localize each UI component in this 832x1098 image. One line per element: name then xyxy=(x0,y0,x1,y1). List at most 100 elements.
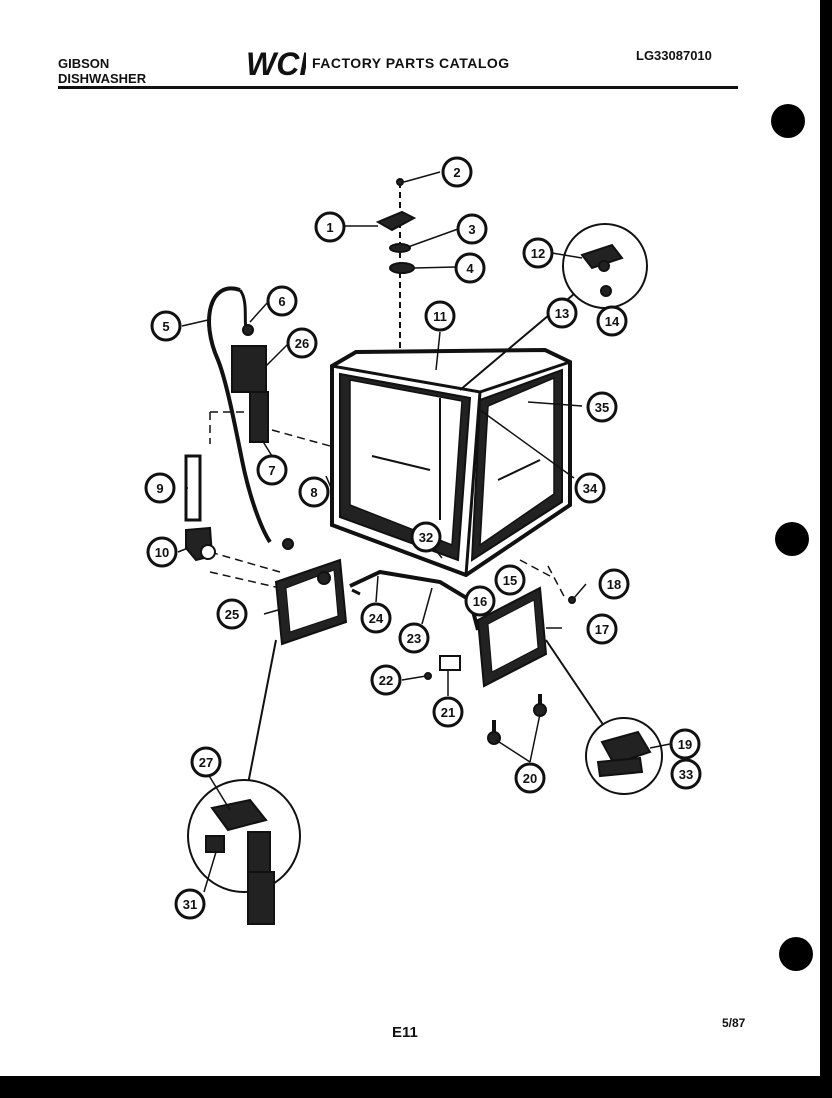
callout-circle xyxy=(256,454,288,486)
callout-label: 34 xyxy=(583,481,598,496)
callout-circle xyxy=(216,598,248,630)
callout-6: 6 xyxy=(266,285,298,317)
callout-32: 32 xyxy=(410,521,442,553)
callout-circle xyxy=(464,585,496,617)
callout-10: 10 xyxy=(146,536,178,568)
callout-35: 35 xyxy=(586,391,618,423)
callout-label: 18 xyxy=(607,577,621,592)
callout-label: 1 xyxy=(326,220,333,235)
callout-circle xyxy=(494,564,526,596)
callout-label: 5 xyxy=(162,319,169,334)
callout-31: 31 xyxy=(174,888,206,920)
callout-circle xyxy=(598,568,630,600)
callout-label: 22 xyxy=(379,673,393,688)
product-type: DISHWASHER xyxy=(58,71,147,86)
model-number: LG33087010 xyxy=(636,48,712,63)
catalog-title: FACTORY PARTS CATALOG xyxy=(312,55,510,71)
callout-17: 17 xyxy=(586,613,618,645)
callout-15: 15 xyxy=(494,564,526,596)
callout-label: 15 xyxy=(503,573,517,588)
header-rule xyxy=(58,86,738,89)
callout-label: 7 xyxy=(268,463,275,478)
callout-1: 1 xyxy=(314,211,346,243)
callout-circle xyxy=(424,300,456,332)
callout-circle xyxy=(441,156,473,188)
callout-circle xyxy=(266,285,298,317)
callout-19: 19 xyxy=(669,728,701,760)
callout-circle xyxy=(146,536,178,568)
callout-label: 2 xyxy=(453,165,460,180)
callout-16: 16 xyxy=(464,585,496,617)
callout-24: 24 xyxy=(360,602,392,634)
callout-label: 13 xyxy=(555,306,569,321)
callout-circle xyxy=(370,664,402,696)
callout-34: 34 xyxy=(574,472,606,504)
page-id: E11 xyxy=(392,1024,418,1041)
callout-22: 22 xyxy=(370,664,402,696)
page-date: 5/87 xyxy=(722,1016,746,1030)
callout-label: 19 xyxy=(678,737,692,752)
exploded-parts-diagram: 1234562678910111213143534321516181725242… xyxy=(144,156,702,925)
callout-label: 20 xyxy=(523,771,537,786)
callout-circle xyxy=(454,252,486,284)
callout-label: 4 xyxy=(466,261,474,276)
catalog-page: GIBSON DISHWASHER WCI FACTORY PARTS CATA… xyxy=(0,0,820,1076)
callout-3: 3 xyxy=(456,213,488,245)
callout-label: 23 xyxy=(407,631,421,646)
callout-label: 17 xyxy=(595,622,609,637)
callout-5: 5 xyxy=(150,310,182,342)
callout-label: 31 xyxy=(183,897,197,912)
callout-circle xyxy=(586,391,618,423)
callout-21: 21 xyxy=(432,696,464,728)
callout-circle xyxy=(174,888,206,920)
callout-label: 8 xyxy=(310,485,317,500)
callout-20: 20 xyxy=(514,762,546,794)
callout-circle xyxy=(522,237,554,269)
callout-26: 26 xyxy=(286,327,318,359)
callout-11: 11 xyxy=(424,300,456,332)
callout-circle xyxy=(596,305,628,337)
callout-circle xyxy=(360,602,392,634)
callout-8: 8 xyxy=(298,476,330,508)
callout-7: 7 xyxy=(256,454,288,486)
callout-label: 24 xyxy=(369,611,384,626)
callout-circle xyxy=(574,472,606,504)
callout-circle xyxy=(410,521,442,553)
callout-circle xyxy=(514,762,546,794)
callout-label: 26 xyxy=(295,336,309,351)
callout-circle xyxy=(190,746,222,778)
callout-14: 14 xyxy=(596,305,628,337)
wci-logo: WCI xyxy=(246,47,306,81)
callout-circle xyxy=(314,211,346,243)
callout-label: 14 xyxy=(605,314,620,329)
callout-4: 4 xyxy=(454,252,486,284)
callout-circle xyxy=(298,476,330,508)
binder-hole xyxy=(775,522,809,556)
callout-label: 35 xyxy=(595,400,609,415)
callout-label: 12 xyxy=(531,246,545,261)
callout-33: 33 xyxy=(670,758,702,790)
callout-label: 11 xyxy=(433,309,447,324)
callout-label: 27 xyxy=(199,755,213,770)
callout-25: 25 xyxy=(216,598,248,630)
callout-23: 23 xyxy=(398,622,430,654)
callout-circle xyxy=(286,327,318,359)
callout-label: 10 xyxy=(155,545,169,560)
callout-label: 21 xyxy=(441,705,455,720)
callout-2: 2 xyxy=(441,156,473,188)
callout-circle xyxy=(150,310,182,342)
callout-label: 16 xyxy=(473,594,487,609)
callout-circle xyxy=(546,297,578,329)
callout-label: 32 xyxy=(419,530,433,545)
brand-name: GIBSON xyxy=(58,56,110,71)
callout-circle xyxy=(456,213,488,245)
callout-circle xyxy=(586,613,618,645)
logo-text: WCI xyxy=(246,47,306,81)
callout-18: 18 xyxy=(598,568,630,600)
binder-hole xyxy=(771,104,805,138)
callout-label: 3 xyxy=(468,222,475,237)
callout-circle xyxy=(669,728,701,760)
callout-label: 6 xyxy=(278,294,285,309)
callout-circle xyxy=(432,696,464,728)
callout-circle xyxy=(670,758,702,790)
